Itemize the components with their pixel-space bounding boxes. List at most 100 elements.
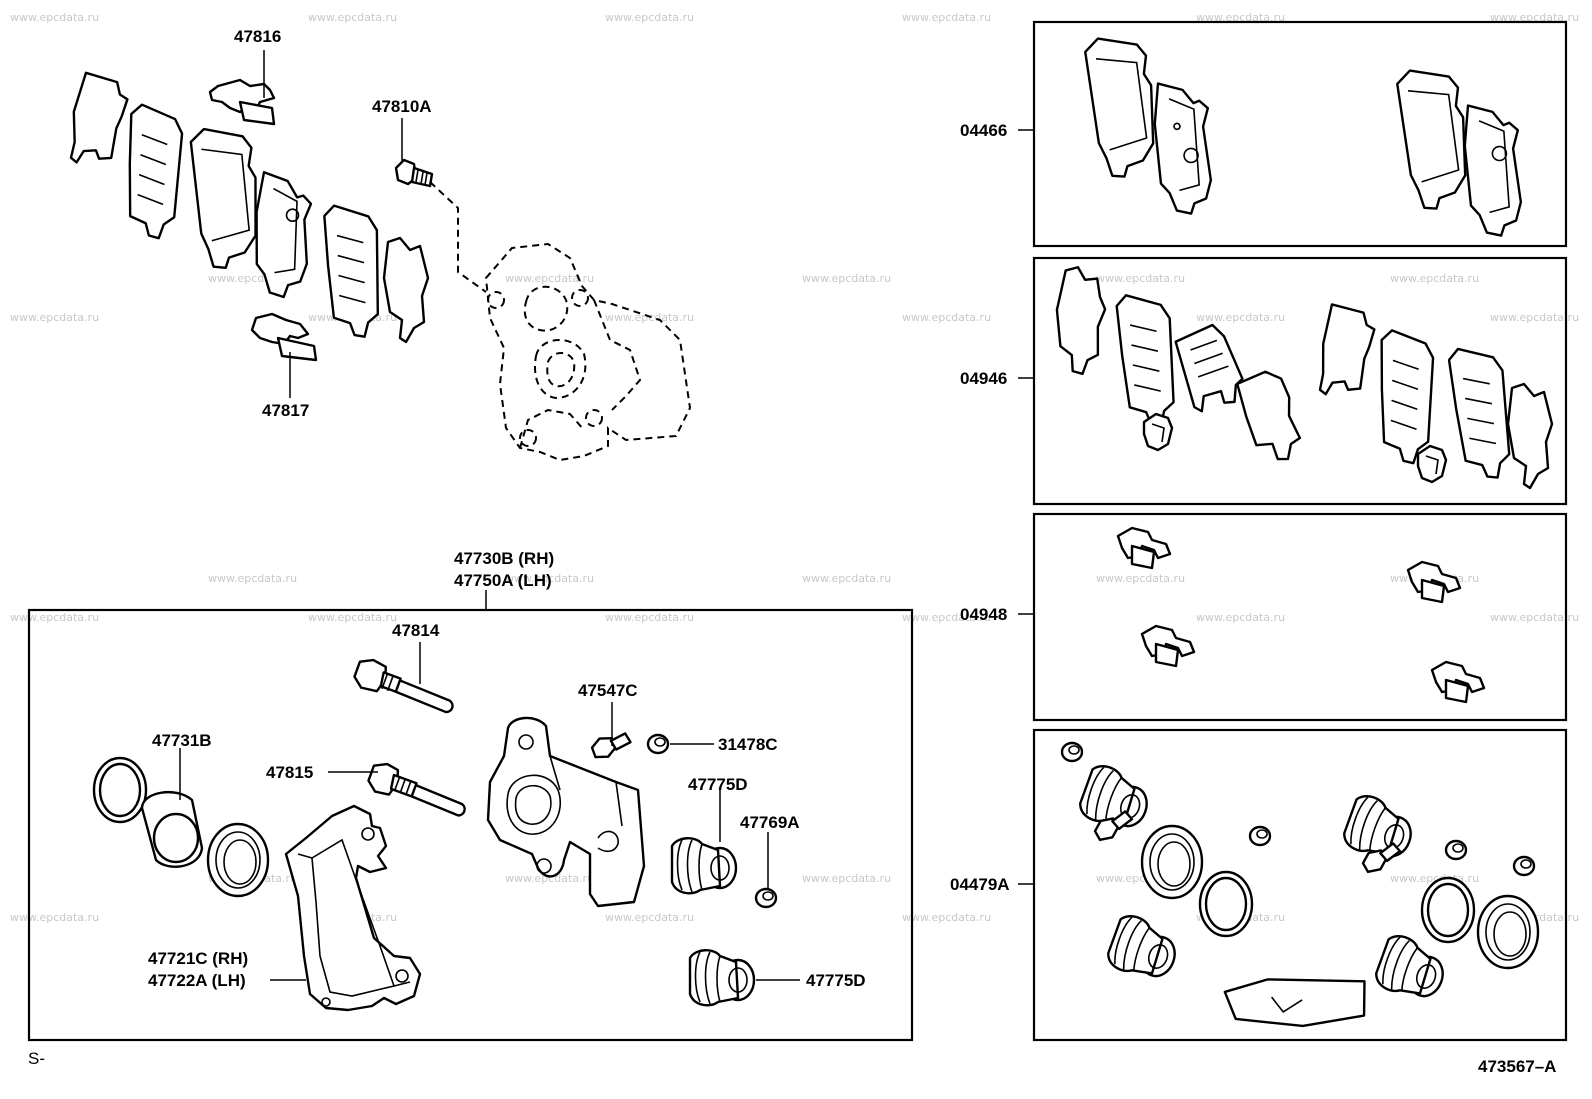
kit-04466-frame [1032,20,1568,248]
watermark-text: www.epcdata.ru [1096,572,1185,585]
watermark-text: www.epcdata.ru [1390,272,1479,285]
disc-brake-pad-right [255,171,313,299]
part-label-47731B: 47731B [152,731,212,750]
watermark-text: www.epcdata.ru [802,872,891,885]
watermark-text: www.epcdata.ru [1196,11,1285,24]
caliper-assembly-phantom [484,242,692,462]
kit-boot-4 [1371,930,1453,1007]
piston-seal-ring [92,756,148,824]
part-label-47810A: 47810A [372,97,432,116]
kit-label-04479A: 04479A [950,875,1010,894]
part-label-47730B-rh: 47730B (RH) [454,549,554,568]
kit-clip-1 [1142,412,1174,452]
cylinder-boot-seal [206,822,270,898]
kit-shim-6 [1376,328,1436,465]
watermark-text: www.epcdata.ru [802,272,891,285]
part-label-47769A: 47769A [740,813,800,832]
inner-anti-squeal-shim [382,236,430,344]
part-label-47722A-lh: 47722A (LH) [148,971,246,990]
pad-support-plate-lower [250,312,318,362]
kit-pad-2 [1153,82,1213,215]
disc-brake-pad-left [188,124,263,271]
watermark-text: www.epcdata.ru [10,611,99,624]
kit-grease-packet [1223,978,1366,1028]
kit-shim-7 [1446,343,1515,483]
cylinder-slide-bushing-boot-upper [670,837,738,895]
part-label-47814: 47814 [392,621,440,640]
part-label-47816: 47816 [234,27,281,46]
kit-cap-2 [1248,825,1272,847]
watermark-text: www.epcdata.ru [1196,311,1285,324]
bleeder-cap-31478C [646,733,670,755]
watermark-text: www.epcdata.ru [605,611,694,624]
watermark-text: www.epcdata.ru [505,272,594,285]
part-label-47775D-upper: 47775D [688,775,748,794]
kit-pad-3 [1394,64,1474,213]
bushing-47769A [754,887,778,909]
kit-04946-anti-squeal-shim-kit: 04946 [960,256,1568,506]
kit-label-04948: 04948 [960,605,1007,624]
corner-mark: S- [28,1049,45,1068]
watermark-text: www.epcdata.ru [1196,611,1285,624]
kit-shim-4 [1236,370,1302,461]
kit-clip-2 [1416,444,1448,484]
part-label-47547C: 47547C [578,681,638,700]
watermark-text: www.epcdata.ru [605,11,694,24]
watermark-text: www.epcdata.ru [605,911,694,924]
diagram-id: 473567–A [1478,1057,1556,1076]
kit-shim-3 [1174,323,1244,413]
kit-ring-2 [1420,876,1476,944]
outer-anti-squeal-shim [69,71,129,164]
cylinder-slide-bushing-boot-lower [688,949,756,1007]
watermark-text: www.epcdata.ru [1490,11,1579,24]
kit-04948-pad-support-plate-kit: 04948 [960,512,1568,722]
caliper-kit-frame [27,608,914,1042]
part-label-47817: 47817 [262,401,309,420]
watermark-text: www.epcdata.ru [308,611,397,624]
watermark-text: www.epcdata.ru [308,11,397,24]
watermark-text: www.epcdata.ru [505,872,594,885]
part-label-47750A-lh: 47750A (LH) [454,571,552,590]
kit-pad-4 [1463,104,1523,237]
kit-04466-pad-kit: 04466 [960,20,1568,248]
kit-pad-1 [1082,32,1162,181]
kit-shim-5 [1318,303,1376,396]
kit-ring-1 [1198,870,1254,938]
part-label-31478C: 31478C [718,735,778,754]
part-label-47815: 47815 [266,763,313,782]
kit-shim-8 [1506,382,1554,490]
kit-cap-1 [1060,741,1084,763]
kit-support-plate-1 [1116,526,1172,570]
kit-04479A-frame [1032,728,1568,1042]
watermark-text: www.epcdata.ru [208,572,297,585]
watermark-text: www.epcdata.ru [1096,272,1185,285]
kit-cap-3 [1444,839,1468,861]
watermark-text: www.epcdata.ru [1490,611,1579,624]
disc-brake-mounting-bracket [284,804,422,1012]
watermark-text: www.epcdata.ru [902,611,991,624]
watermark-text: www.epcdata.ru [10,311,99,324]
part-label-47775D-lower: 47775D [806,971,866,990]
watermark-text: www.epcdata.ru [902,311,991,324]
watermark-text: www.epcdata.ru [1490,311,1579,324]
kit-04479A-cylinder-kit: 04479A [950,728,1568,1042]
slide-pin-47815 [367,762,466,817]
slide-pin-47814 [353,658,454,714]
kit-boot-2 [1103,910,1185,987]
pad-set-exploded: 47816 47817 47810A [69,27,692,462]
kit-cap-4 [1512,855,1536,877]
kit-seal-2 [1476,894,1540,970]
watermark-text: www.epcdata.ru [10,911,99,924]
piston-47731B [140,791,204,868]
bolt-47810A [394,158,434,188]
watermark-text: www.epcdata.ru [802,572,891,585]
watermark-text: www.epcdata.ru [902,11,991,24]
cylinder-body [486,716,646,908]
kit-shim-1 [1055,266,1107,376]
kit-support-plate-2 [1140,624,1196,668]
pad-support-plate-upper [208,78,276,126]
caliper-assembly-box: 47730B (RH) 47750A (LH) 47814 47815 4754… [27,549,914,1042]
watermark-text: www.epcdata.ru [505,572,594,585]
kit-label-04466: 04466 [960,121,1007,140]
